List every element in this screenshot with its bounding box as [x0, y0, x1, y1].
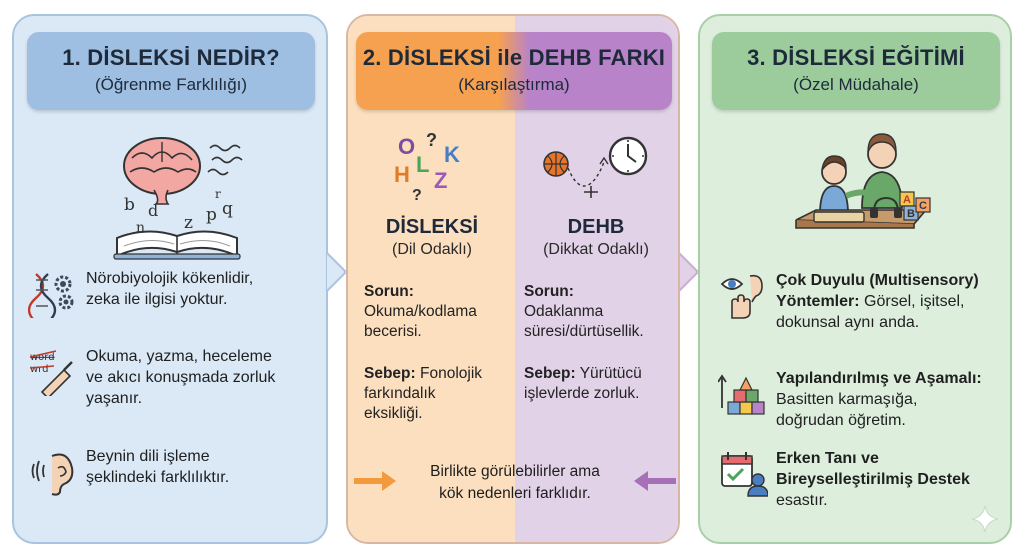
item-reading-writing-text: Okuma, yazma, heceleme ve akıcı konuşmad…: [86, 348, 276, 407]
comparison-footer-note: Birlikte görülebilirler ama kök nedenler…: [430, 463, 600, 502]
brain-book-illustration: b d n z p q r: [113, 137, 243, 260]
panel-dyslexia-education: 3. DİSLEKSİ EĞİTİMİ (Özel Müdahale): [698, 14, 1012, 544]
sparkle-icon: [971, 505, 999, 533]
icon-word: wrd: [30, 364, 48, 375]
child-icon: [819, 155, 872, 215]
item-reading-writing: word wrd Okuma, yazma, heceleme ve akıcı…: [28, 346, 275, 409]
item-early-diagnosis-text: Erken Tanı ve Bireyselleştirilmiş Destek…: [776, 448, 970, 511]
arrow-right-icon: [354, 471, 396, 491]
item-multisensory-bold: Çok Duyulu (Multisensory) Yöntemler:: [776, 272, 979, 310]
headphones-icon: [870, 196, 902, 218]
clock-icon: [608, 136, 648, 176]
item-multisensory: Çok Duyulu (Multisensory) Yöntemler: Gör…: [718, 270, 979, 333]
panel2-header: 2. DİSLEKSİ ile DEHB FARKI (Karşılaştırm…: [356, 32, 672, 110]
panel1-title: 1. DİSLEKSİ NEDİR?: [62, 45, 280, 70]
arrow-left-icon: [634, 471, 676, 491]
panel-connector-2: [678, 252, 700, 292]
adhd-cause-text: Yürütücü işlevlerde zorluk.: [524, 365, 642, 402]
dyslexia-problem: Sorun: Okuma/kodlama becerisi.: [364, 282, 514, 342]
dyslexia-subtitle: DİSLEKSİ (Dil Odaklı): [352, 216, 512, 259]
item-language-processing: Beynin dili işleme şeklindeki farklılıkt…: [28, 446, 229, 496]
panel-connector-1: [326, 252, 348, 292]
item-early-diagnosis-bold: Erken Tanı ve Bireyselleştirilmiş Destek: [776, 450, 970, 488]
item-language-processing-text: Beynin dili işleme şeklindeki farklılıkt…: [86, 448, 230, 486]
panel1-header: 1. DİSLEKSİ NEDİR? (Öğrenme Farklılığı): [27, 32, 315, 110]
dyslexia-cause-label: Sebep:: [364, 365, 416, 382]
item-structured: Yapılandırılmış ve Aşamalı: Basitten kar…: [718, 368, 982, 431]
adhd-desc: (Dikkat Odaklı): [543, 241, 649, 258]
item-early-diagnosis-desc: esastır.: [776, 492, 828, 509]
letters-icon-letter: Z: [434, 168, 447, 193]
wave-icon: [207, 144, 243, 176]
item-structured-text: Yapılandırılmış ve Aşamalı: Basitten kar…: [776, 368, 982, 431]
illustration-letter: r: [215, 187, 221, 201]
illustration-letter: p: [206, 205, 217, 225]
panel1-subtitle: (Öğrenme Farklılığı): [94, 75, 248, 94]
item-multisensory-desc: Görsel, işitsel, dokunsal aynı anda.: [776, 293, 965, 331]
basketball-icon: [543, 151, 569, 177]
ball-clock-icon: [543, 136, 648, 198]
illustration-letter: d: [148, 201, 158, 220]
open-book-icon: [113, 230, 241, 260]
abc-blocks-icon: A B C: [899, 191, 931, 221]
panel-dyslexia-vs-adhd: 2. DİSLEKSİ ile DEHB FARKI (Karşılaştırm…: [346, 14, 680, 544]
adhd-problem-text: Odaklanma süresi/dürtüsellik.: [524, 303, 644, 340]
illustration-letter: n: [136, 220, 145, 236]
panel2-title: 2. DİSLEKSİ ile DEHB FARKI: [362, 45, 666, 70]
item-multisensory-text: Çok Duyulu (Multisensory) Yöntemler: Gör…: [776, 270, 979, 333]
dyslexia-name: DİSLEKSİ: [385, 216, 479, 238]
letters-icon-letter: H: [394, 162, 410, 187]
block-letter: A: [903, 194, 911, 206]
adhd-cause: Sebep: Yürütücü işlevlerde zorluk.: [524, 364, 674, 404]
writing-hand-icon: word wrd: [29, 350, 73, 396]
block-letter: C: [919, 200, 927, 212]
letters-icon-letter: K: [444, 142, 460, 167]
dna-gears-icon: [28, 273, 74, 318]
dyslexia-problem-label: Sorun:: [364, 283, 414, 300]
illustration-letter: z: [184, 213, 193, 233]
illustration-letter: q: [222, 199, 233, 219]
panel3-subtitle: (Özel Müdahale): [793, 75, 919, 94]
icon-word: word: [30, 352, 55, 363]
eye-ear-hand-icon: [720, 274, 763, 319]
panel3-header: 3. DİSLEKSİ EĞİTİMİ (Özel Müdahale): [712, 32, 1000, 110]
dyslexia-cause: Sebep: Fonolojik farkındalık eksikliği.: [364, 364, 514, 424]
illustration-letter: b: [124, 195, 135, 215]
block-letter: B: [907, 208, 915, 220]
adhd-subtitle: DEHB (Dikkat Odaklı): [516, 216, 676, 259]
panel2-subtitle: (Karşılaştırma): [458, 75, 570, 94]
dyslexia-problem-text: Okuma/kodlama becerisi.: [364, 303, 477, 340]
item-neurobiological: Nörobiyolojik kökenlidir, zeka ile ilgis…: [28, 268, 253, 318]
teacher-icon: [861, 133, 903, 209]
adhd-name: DEHB: [567, 216, 625, 238]
adhd-cause-label: Sebep:: [524, 365, 576, 382]
stacked-blocks-icon: [718, 374, 765, 415]
item-neurobiological-text: Nörobiyolojik kökenlidir, zeka ile ilgis…: [86, 270, 254, 308]
letters-icon-letter: ?: [412, 187, 422, 204]
letters-icon-letter: L: [416, 152, 429, 177]
letters-icon: O ? K H L Z ?: [394, 130, 460, 204]
letters-icon-letter: O: [398, 134, 415, 159]
panel-what-is-dyslexia: 1. DİSLEKSİ NEDİR? (Öğrenme Farklılığı) …: [12, 14, 328, 544]
item-early-diagnosis: Erken Tanı ve Bireyselleştirilmiş Destek…: [718, 448, 970, 511]
brain-icon: [123, 137, 201, 205]
letters-icon-letter: ?: [426, 130, 437, 150]
teacher-child-illustration: A B C: [795, 133, 931, 229]
item-structured-bold: Yapılandırılmış ve Aşamalı:: [776, 370, 982, 387]
item-structured-desc: Basitten karmaşığa, doğrudan öğretim.: [776, 391, 918, 429]
dyslexia-cause-text: Fonolojik farkındalık eksikliği.: [364, 365, 483, 422]
adhd-problem: Sorun: Odaklanma süresi/dürtüsellik.: [524, 282, 674, 342]
dyslexia-desc: (Dil Odaklı): [391, 241, 472, 258]
adhd-problem-label: Sorun:: [524, 283, 574, 300]
calendar-person-icon: [721, 452, 768, 497]
ear-sound-icon: [31, 453, 74, 496]
panel3-title: 3. DİSLEKSİ EĞİTİMİ: [747, 45, 965, 70]
sand-tray-icon: [813, 211, 865, 223]
